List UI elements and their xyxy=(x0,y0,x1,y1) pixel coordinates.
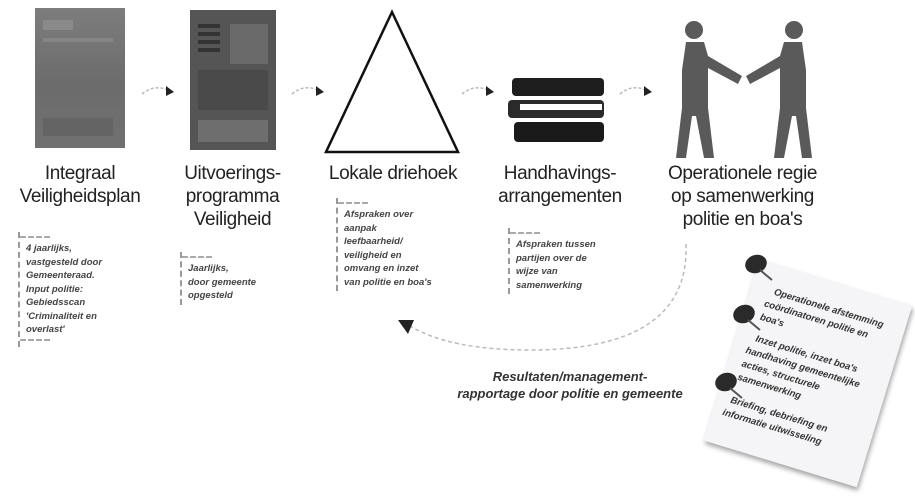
arrow-icon xyxy=(141,86,174,96)
note-integraal: 4 jaarlijks, vastgesteld door Gemeentera… xyxy=(18,232,136,347)
step-title-lokale-driehoek: Lokale driehoek xyxy=(328,163,458,184)
feedback-arrow xyxy=(398,243,687,351)
pin-icon xyxy=(715,372,743,399)
document-icon xyxy=(190,10,276,150)
step-title-handhavingsarrangementen: Handhavings-arrangementen xyxy=(498,163,622,207)
arrow-icon xyxy=(619,86,652,96)
pin-icon xyxy=(745,254,773,281)
triangle-icon xyxy=(324,9,460,154)
note-uitvoeringsprogramma: Jaarlijks, door gemeente opgesteld xyxy=(180,252,288,305)
handshake-icon xyxy=(676,21,812,158)
note-handhavingsarrangementen: Afspraken tussen partijen over de wijze … xyxy=(508,228,626,294)
document-icon xyxy=(35,8,125,148)
arrow-icon xyxy=(461,86,494,96)
pin-icon xyxy=(733,304,761,331)
note-lokale-driehoek: Afspraken over aanpak leefbaarheid/ veil… xyxy=(336,198,464,291)
arrow-icon xyxy=(291,86,324,96)
books-icon xyxy=(508,78,604,142)
feedback-label: Resultaten/management-rapportage door po… xyxy=(457,369,683,401)
